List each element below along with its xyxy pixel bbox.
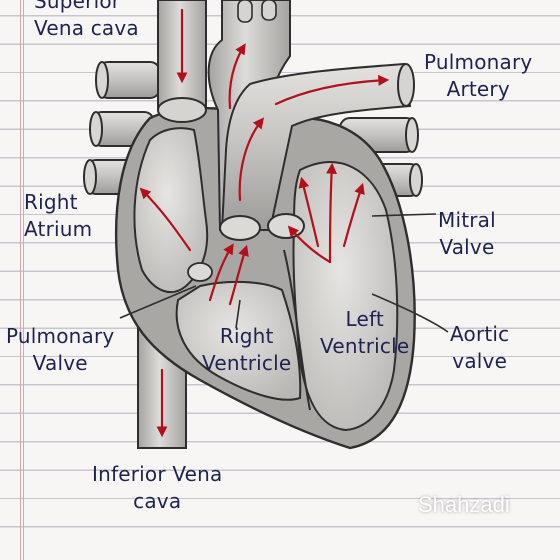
left-ventricle-chamber (292, 161, 399, 432)
septum (283, 249, 311, 411)
label-right-ventricle: Right Ventricle (202, 324, 292, 375)
label-pulmonary-valve: Pulmonary Valve (6, 324, 115, 375)
label-right-atrium: Right Atrium (24, 190, 93, 241)
aortic-valve-shape (267, 213, 305, 239)
margin-line-left-2 (23, 0, 25, 560)
right-ventricle-chamber (175, 280, 302, 401)
label-inferior-vena-cava: Inferior Vena cava (92, 462, 223, 513)
tricuspid-valve-shape (187, 262, 213, 282)
label-leader-lines (119, 213, 449, 333)
label-aortic-valve: Aortic valve (450, 322, 510, 373)
label-left-ventricle: Left Ventricle (320, 307, 410, 358)
blood-flow-arrows (139, 8, 390, 438)
label-mitral-valve: Mitral Valve (438, 208, 496, 259)
label-superior-vena-cava: Superior Vena cava (34, 0, 139, 40)
pulmonary-valve-shape (219, 215, 261, 241)
watermark-text: Shahzadi (418, 492, 510, 517)
pulmonary-artery (220, 62, 412, 231)
label-pulmonary-artery: Pulmonary Artery (424, 50, 533, 101)
margin-line-left (20, 0, 22, 560)
